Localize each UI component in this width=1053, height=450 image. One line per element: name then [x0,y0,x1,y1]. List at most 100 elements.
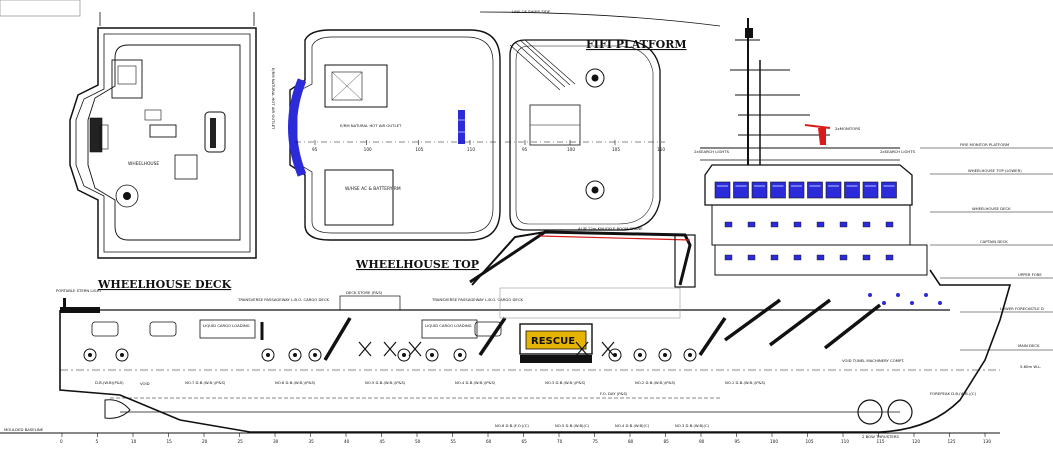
frame-tick-label: 70 [557,439,563,444]
frame-tick-label: 50 [415,439,421,444]
frame-tick-label: 0 [60,439,63,444]
frame-tick-label: 120 [912,439,920,444]
deck-store-label: DECK STORE (P&S) [346,290,383,295]
winch-hub [293,353,297,357]
transverse-left-label: TRANSVERSE PASSAGEWAY L.B.O. CARGO DECK [237,297,329,302]
porthole [793,254,802,261]
tank-label: NO.4 D.B.(W.B.)(P&S) [455,380,496,385]
winch [683,348,697,362]
pipe [768,298,832,347]
deck-winches [83,348,697,362]
cargo-box [474,321,502,337]
transverse-right-label: TRANSVERSE PASSAGEWAY L.B.O. CARGO DECK [431,297,523,302]
fuel-day-label: F.O. DAY (P&S) [600,391,628,396]
mast-light [745,28,753,38]
crane-hydraulic [539,235,691,241]
monitor-bottom-core [591,186,599,194]
captain-deck-label: CAPTAIN DECK [980,239,1008,244]
double-bottom-label: NO.3 D.B.(W.B)(C) [675,423,710,428]
knuckle-boom-crane: AI @ 12m KNUCKLE BOOM CRANE [469,226,696,288]
tank-labels: D.B.(W.B)(P&S)NO.7 D.B.(W.B.)(P&S)NO.6 D… [95,380,766,428]
fire-monitor-platform-label: FIRE MONITOR PLATFORM [960,142,1009,147]
waterline-label: 5.60m W.L. [1020,364,1041,369]
round-table [115,184,139,208]
double-bottom-label: NO.4 D.B.(W.B)(C) [615,423,650,428]
hold-area [499,287,681,319]
liquid-cargo-left-label: LIQUID CARGO LOADING [203,323,250,328]
wheelhouse-window [733,181,749,199]
winch [608,348,622,362]
captain-deck-block [711,204,911,246]
fifi-stairs [509,39,576,91]
title-block-corner [0,0,81,17]
deck-levels: FIRE MONITOR PLATFORM WHEELHOUSE TOP (LO… [920,142,1053,369]
winch-hub [688,353,692,357]
frame-tick-label: 85 [664,439,670,444]
frame-tick-label: 40 [344,439,350,444]
ships-side-line [479,11,721,27]
chart-table [149,124,177,138]
pipe [698,317,727,356]
wheelhouse-window [807,181,823,199]
frame-tick-label: 35 [309,439,315,444]
hull-profile: MOULDED BASELINE PORTABLE STERN LIGHT LI… [0,269,1012,439]
rescue-boat [525,330,587,350]
winch [83,348,97,362]
brace [408,341,422,357]
frame-tick-label: 45 [380,439,386,444]
frame-tick-label: 5 [96,439,99,444]
search-lights-right: 2xSEARCH LIGHTS [880,149,916,154]
round-table-center [123,192,131,200]
ac-room [324,169,394,226]
main-deck-label: MAIN DECK [1018,343,1040,348]
monitor-top [585,68,605,88]
crane-boom [469,230,692,286]
rescue-boat-frame [519,323,593,355]
porthole-round [882,301,886,305]
porthole [862,254,871,261]
porthole-round [924,293,928,297]
porthole [747,221,756,228]
porthole-round [938,301,942,305]
wheelhouse-top-lower-label: WHEELHOUSE TOP (LOWER) [968,168,1022,173]
winch [658,348,672,362]
winch [288,348,302,362]
frame-tick-label: 15 [167,439,173,444]
frame-tick-label: 10 [131,439,137,444]
brace [383,341,397,357]
bridge-console-right [204,111,226,153]
frame-tick-label: 80 [628,439,634,444]
wheelhouse-walls [87,44,241,241]
monitor-top-core [591,74,599,82]
winch-hub [120,353,124,357]
cargo-box [149,321,177,337]
wheelhouse-label: WHEELHOUSE [128,161,159,167]
mast-yards [730,39,830,136]
porthole [747,254,756,261]
bridge-console-left [89,117,103,153]
lower-forecastle-label: LOWER FORECASTLE D [1000,306,1044,311]
window-arc [288,78,307,177]
fifi-platform-title: FIFI PLATFORM [586,38,687,51]
cargo-rail-bracing [358,341,615,357]
crane-jib [471,231,546,286]
porthole [862,221,871,228]
portholes [724,221,942,305]
propeller [104,399,131,419]
fire-monitor-red [818,128,826,145]
frame-tick-label: 95 [735,439,741,444]
winch [115,348,129,362]
stern-light-label: PORTABLE STERN LIGHT [56,288,102,293]
plan-tick-label: 95 [312,147,318,152]
porthole [724,254,733,261]
porthole [885,254,894,261]
porthole [839,254,848,261]
wheelhouse-deck-plan: WHEELHOUSE WHEELHOUSE DECK [69,12,257,291]
frame-tick-label: 55 [451,439,457,444]
superstructure: 2xSEARCH LIGHTS 2xSEARCH LIGHTS 2xMONITO… [694,18,942,305]
porthole-round [868,293,872,297]
upper-forecastle-label: UPPER FORE [1018,272,1042,277]
brace [601,341,615,357]
fire-monitor-nozzle [804,124,831,129]
